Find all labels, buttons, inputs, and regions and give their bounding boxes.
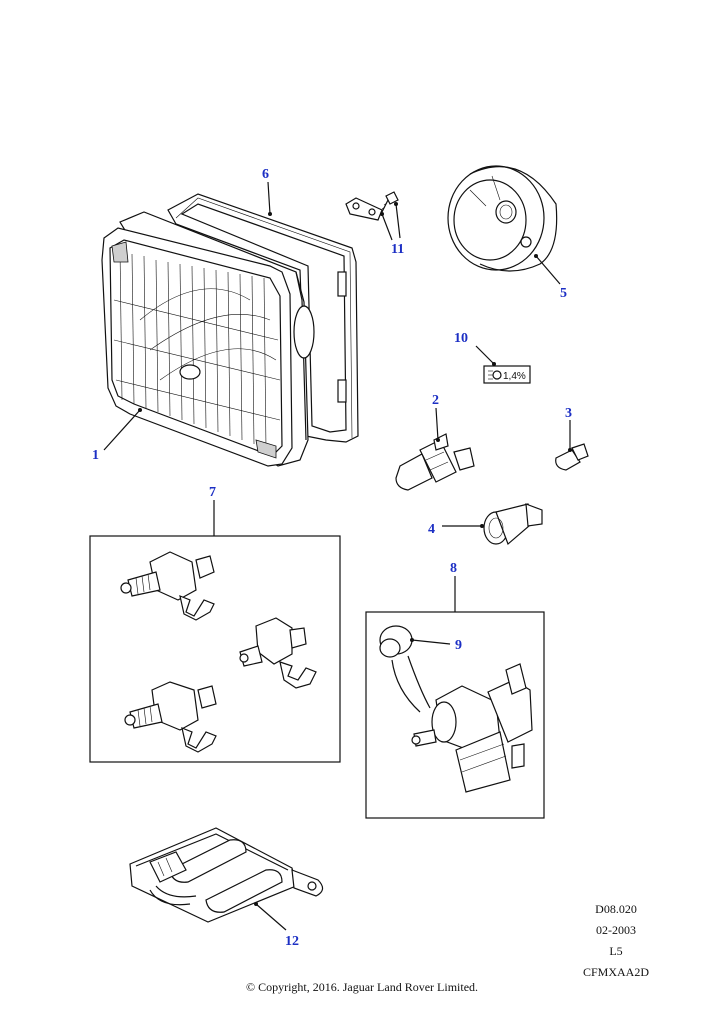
callout-1: 1: [92, 448, 99, 463]
callout-5: 5: [560, 286, 567, 301]
callout-12: 12: [285, 934, 299, 949]
callout-7: 7: [209, 485, 216, 500]
callout-11: 11: [391, 242, 404, 257]
reference-code: D08.020: [595, 902, 637, 916]
reference-level: L5: [609, 944, 623, 958]
callout-numbers: 6 11 5 10 2 3 1 7 4 8 9 12: [92, 167, 572, 949]
part-11-bracket-screw: [345, 191, 399, 221]
part-12-module: [129, 827, 324, 923]
callout-8: 8: [450, 561, 457, 576]
reference-date: 02-2003: [596, 923, 636, 937]
callout-3: 3: [565, 406, 572, 421]
callout-4: 4: [428, 522, 435, 537]
group-7-box: [89, 535, 341, 763]
part-4-bulb-holder: [483, 503, 543, 546]
part-6-gasket: [167, 193, 359, 443]
reference-id: CFMXAA2D: [582, 965, 649, 979]
part-10-label: 1,4%: [483, 365, 531, 384]
callout-10: 10: [454, 331, 468, 346]
group-8-box: [365, 611, 545, 819]
part-3-sidelight-bulb: [555, 443, 589, 471]
part-9-grommet: [379, 625, 431, 713]
callout-6: 6: [262, 167, 269, 182]
part-1-headlamp: [101, 211, 315, 467]
leader-lines: [103, 181, 572, 931]
callout-9: 9: [455, 638, 462, 653]
label-10-text: 1,4%: [503, 371, 526, 382]
callout-2: 2: [432, 393, 439, 408]
part-2-bulb: [395, 433, 475, 491]
part-5-housing: [447, 165, 558, 272]
copyright-notice: © Copyright, 2016. Jaguar Land Rover Lim…: [245, 980, 479, 994]
